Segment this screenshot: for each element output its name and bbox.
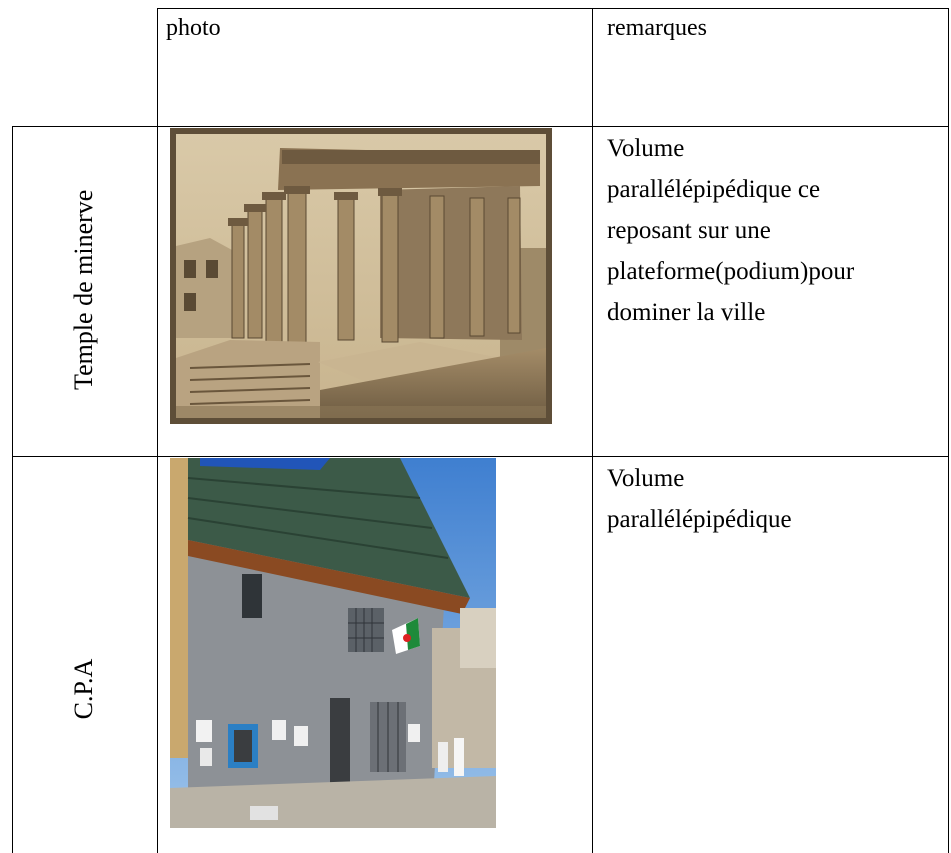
cpa-remark-line-1: Volume bbox=[607, 465, 685, 492]
grid-right-border bbox=[948, 8, 949, 853]
grid-top-border bbox=[157, 8, 949, 9]
header-photo-label: photo bbox=[166, 15, 221, 41]
temple-photo bbox=[170, 128, 552, 424]
temple-remark-line-5: dominer la ville bbox=[607, 299, 766, 326]
grid-header-bottom bbox=[12, 126, 949, 127]
temple-remark-line-1: Volume bbox=[607, 135, 685, 162]
row-name-temple: Temple de minerve bbox=[69, 189, 98, 390]
grid-col2-left bbox=[157, 8, 158, 853]
cpa-building-photo bbox=[170, 458, 496, 828]
grid-left-border bbox=[12, 126, 13, 853]
row-name-cpa: C.P.A bbox=[69, 658, 98, 720]
header-remarks-label: remarques bbox=[607, 15, 707, 41]
grid-row1-bottom bbox=[12, 456, 949, 457]
cpa-remark-line-2: parallélépipédique bbox=[607, 506, 792, 533]
temple-remark-line-4: plateforme(podium)pour bbox=[607, 258, 855, 285]
temple-remark-line-3: reposant sur une bbox=[607, 217, 771, 244]
grid-col3-left bbox=[592, 8, 593, 853]
temple-remark-line-2: parallélépipédique ce bbox=[607, 176, 821, 203]
